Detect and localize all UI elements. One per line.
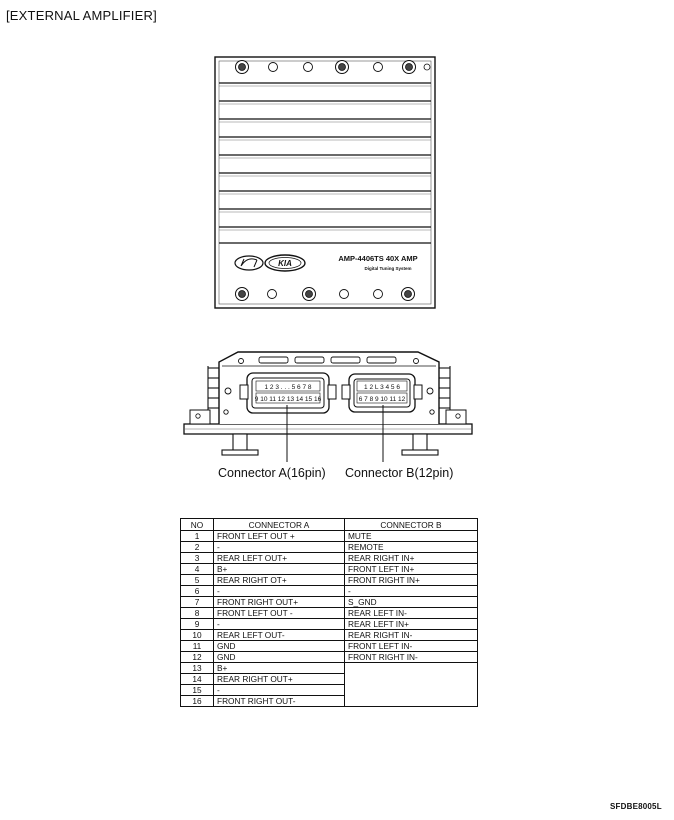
- amplifier-figure: KIA AMP-4406TS 40X AMP Digital Tuning Sy…: [183, 56, 473, 480]
- connector-a-pins-top: 1 2 3 . . . 5 6 7 8: [265, 384, 312, 391]
- pin-number: 10: [180, 629, 214, 641]
- table-row: 2-REMOTE: [180, 541, 478, 553]
- connector-a-cell: REAR RIGHT OUT+: [213, 673, 345, 685]
- connector-b-cell: REAR RIGHT IN+: [344, 552, 478, 564]
- connector-a-cell: -: [213, 541, 345, 553]
- pin-number: 15: [180, 684, 214, 696]
- connector-b-cell: REAR LEFT IN+: [344, 618, 478, 630]
- connector-b-cell: REAR RIGHT IN-: [344, 629, 478, 641]
- amp-top-view: KIA AMP-4406TS 40X AMP Digital Tuning Sy…: [214, 56, 436, 309]
- connector-a-cell: -: [213, 585, 345, 597]
- connector-a-cell: FRONT LEFT OUT +: [213, 530, 345, 542]
- connector-a-pins-bottom: 9 10 11 12 13 14 15 16: [255, 396, 322, 403]
- pin-number: 1: [180, 530, 214, 542]
- pin-number: 13: [180, 662, 214, 674]
- hyundai-logo: [234, 255, 264, 271]
- connector-a-cell: -: [213, 618, 345, 630]
- pin-number: 6: [180, 585, 214, 597]
- connector-b: 1 2 L 3 4 5 6 6 7 8 9 10 11 12: [341, 373, 423, 413]
- figure-code: SFDBE8005L: [610, 802, 662, 811]
- header-no: NO: [180, 518, 214, 531]
- connector-a-cell: REAR RIGHT OT+: [213, 574, 345, 586]
- top-screw-row: [235, 60, 431, 74]
- connector-b-pins-bottom: 6 7 8 9 10 11 12: [359, 396, 406, 403]
- connector-a-cell: REAR LEFT OUT+: [213, 552, 345, 564]
- connector-a-cell: B+: [213, 662, 345, 674]
- pin-number: 11: [180, 640, 214, 652]
- bottom-screw-row: [235, 287, 415, 301]
- kia-logo: KIA: [264, 254, 306, 272]
- connector-b-cell: REMOTE: [344, 541, 478, 553]
- pin-number: 5: [180, 574, 214, 586]
- pin-number: 4: [180, 563, 214, 575]
- connector-a-cell: B+: [213, 563, 345, 575]
- connector-b-cell: REAR LEFT IN-: [344, 607, 478, 619]
- pin-number: 9: [180, 618, 214, 630]
- connector-a-label: Connector A(16pin): [218, 466, 326, 480]
- pin-number: 12: [180, 651, 214, 663]
- kia-logo-text: KIA: [278, 259, 292, 268]
- header-connector-b: CONNECTOR B: [344, 518, 478, 531]
- connector-b-cell: FRONT LEFT IN-: [344, 640, 478, 652]
- connector-b-cell: FRONT LEFT IN+: [344, 563, 478, 575]
- header-connector-a: CONNECTOR A: [213, 518, 345, 531]
- connector-a-cell: REAR LEFT OUT-: [213, 629, 345, 641]
- connector-a-cell: FRONT RIGHT OUT-: [213, 695, 345, 707]
- pin-number: 8: [180, 607, 214, 619]
- amp-model-text: AMP-4406TS 40X AMP: [338, 254, 417, 263]
- table-row: 6--: [180, 585, 478, 597]
- pin-number: 16: [180, 695, 214, 707]
- heat-sink-fins: [219, 82, 431, 244]
- connector-a: 1 2 3 . . . 5 6 7 8 9 10 11 12 13 14 15 …: [239, 372, 337, 414]
- table-header-row: NO CONNECTOR A CONNECTOR B: [180, 518, 478, 531]
- connector-a-cell: FRONT RIGHT OUT+: [213, 596, 345, 608]
- connector-b-pins-top: 1 2 L 3 4 5 6: [364, 384, 400, 391]
- connector-a-cell: GND: [213, 651, 345, 663]
- connector-b-cell: MUTE: [344, 530, 478, 542]
- connector-b-cell: S_GND: [344, 596, 478, 608]
- connector-b-cell: FRONT RIGHT IN+: [344, 574, 478, 586]
- amp-sub-text: Digital Tuning System: [365, 266, 412, 271]
- pin-number: 2: [180, 541, 214, 553]
- page-title: [EXTERNAL AMPLIFIER]: [6, 8, 157, 23]
- connector-b-cell: -: [344, 585, 478, 597]
- table-row: 9-REAR LEFT IN+: [180, 618, 478, 630]
- connector-a-cell: GND: [213, 640, 345, 652]
- amp-front-view: 1 2 3 . . . 5 6 7 8 9 10 11 12 13 14 15 …: [183, 351, 473, 462]
- connector-a-cell: FRONT LEFT OUT -: [213, 607, 345, 619]
- connector-b-empty-cell: [344, 662, 478, 707]
- connector-b-label: Connector B(12pin): [345, 466, 453, 480]
- pin-number: 14: [180, 673, 214, 685]
- pin-number: 3: [180, 552, 214, 564]
- connector-a-cell: -: [213, 684, 345, 696]
- connector-b-cell: FRONT RIGHT IN-: [344, 651, 478, 663]
- pin-number: 7: [180, 596, 214, 608]
